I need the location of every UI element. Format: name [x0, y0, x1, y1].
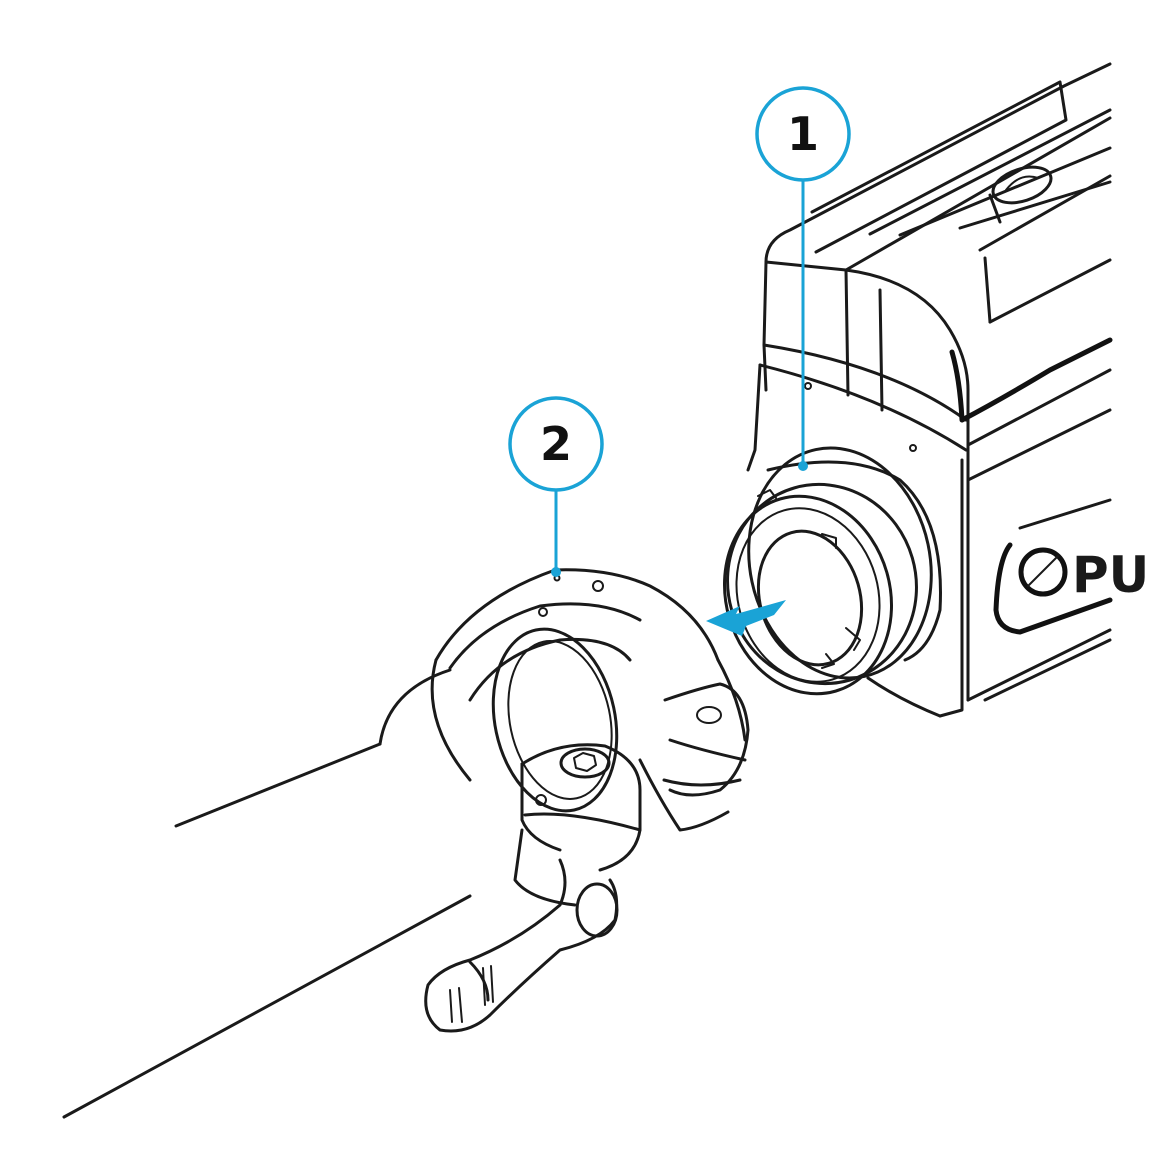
- screw-hole-icon: [592, 580, 604, 592]
- adapter-ring: [424, 568, 750, 1033]
- hex-screw-icon: [573, 752, 597, 772]
- arrow-left-icon: [706, 600, 786, 636]
- callout-label-1: 1: [787, 107, 819, 161]
- quick-release-lever: [424, 858, 619, 1033]
- callout-1: 1: [755, 86, 851, 471]
- brand-text: PU: [1072, 546, 1149, 604]
- device-lens-mount: [722, 446, 942, 696]
- callout-2: 2: [508, 396, 604, 577]
- device-body: PU: [746, 62, 1149, 718]
- brand-logo-icon: [1018, 547, 1068, 597]
- riflescope-tube: [62, 668, 472, 1119]
- callout-label-2: 2: [540, 417, 572, 471]
